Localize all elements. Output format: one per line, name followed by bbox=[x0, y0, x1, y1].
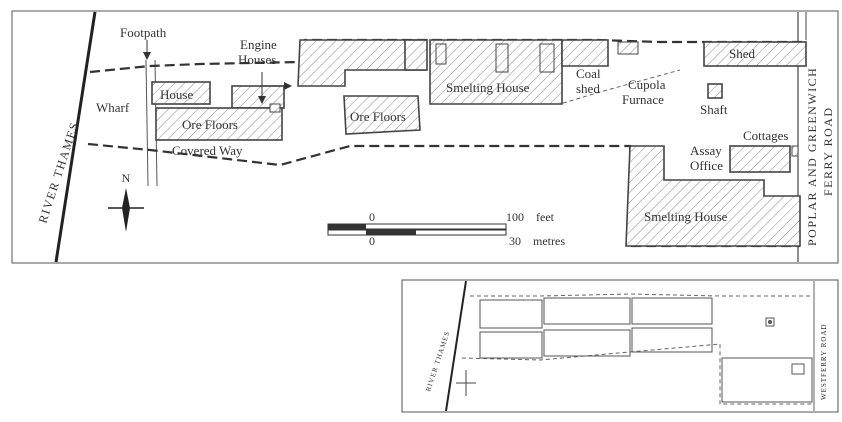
inset-river-label: RIVER THAMES bbox=[424, 330, 451, 393]
smelting-house-label-1: Smelting House bbox=[446, 80, 530, 95]
north-label: N bbox=[122, 171, 131, 185]
house-building bbox=[151, 81, 211, 105]
inset-parcel-1 bbox=[479, 299, 543, 329]
coal-shed-label-1: Coal bbox=[576, 66, 601, 81]
scale-feet-end: 100 bbox=[506, 210, 524, 224]
scale-metres-unit: metres bbox=[533, 234, 565, 248]
shaft-label: Shaft bbox=[700, 102, 728, 117]
main-map-frame bbox=[11, 10, 839, 264]
scale-metres-start: 0 bbox=[369, 234, 375, 248]
inset-shaft-mark bbox=[768, 320, 772, 324]
inset-shaft bbox=[765, 317, 775, 327]
scale-feet-unit: feet bbox=[536, 210, 555, 224]
engine-houses-label-2: Houses bbox=[238, 52, 276, 67]
shed-label: Shed bbox=[729, 46, 756, 61]
assay-office-label-1: Assay bbox=[690, 143, 722, 158]
inset-small-building bbox=[791, 363, 805, 375]
ore-floors-small bbox=[269, 103, 281, 113]
shed-building bbox=[703, 41, 807, 67]
inset-parcel-4 bbox=[479, 331, 543, 359]
main-map: N 0 100 feet 0 30 metres RIVER THAMES PO… bbox=[11, 10, 839, 264]
ore-floors-label-2: Ore Floors bbox=[350, 109, 406, 124]
cottages-small bbox=[791, 145, 799, 157]
footpath-label: Footpath bbox=[120, 25, 167, 40]
inset-map: RIVER THAMES WESTFERRY ROAD bbox=[401, 279, 839, 413]
cottages-label: Cottages bbox=[743, 128, 789, 143]
inset-parcel-6 bbox=[631, 327, 713, 353]
inset-parcel-2 bbox=[543, 297, 631, 325]
scale-bar: 0 100 feet 0 30 metres bbox=[327, 210, 565, 248]
river-bank bbox=[54, 11, 97, 263]
cupola-label-1: Cupola bbox=[628, 77, 666, 92]
inset-river-bank bbox=[445, 280, 467, 412]
scale-feet-start: 0 bbox=[369, 210, 375, 224]
shaft-building bbox=[707, 83, 723, 99]
coal-shed-building bbox=[561, 39, 609, 67]
scale-feet-fill bbox=[328, 224, 366, 229]
ore-floors-building-1 bbox=[155, 107, 283, 141]
footpath-line-left bbox=[145, 59, 149, 187]
inset-map-frame bbox=[401, 279, 839, 413]
inset-road-label: WESTFERRY ROAD bbox=[820, 323, 828, 400]
engine-houses-arrow-down-head bbox=[258, 96, 266, 104]
north-arrow: N bbox=[108, 171, 144, 232]
inset-boundary bbox=[461, 293, 812, 405]
engine-houses-arrow-head bbox=[284, 82, 292, 90]
scale-metres-end: 30 bbox=[509, 234, 521, 248]
cupola-furnace-building bbox=[617, 41, 639, 55]
smelting-furnace-3 bbox=[539, 43, 555, 73]
main-block-right bbox=[404, 39, 428, 71]
coal-shed-label-2: shed bbox=[576, 81, 600, 96]
footpath-arrow-head bbox=[143, 52, 151, 60]
house-label: House bbox=[160, 87, 193, 102]
scale-metres-bar bbox=[327, 229, 507, 236]
smelting-furnace-2 bbox=[495, 43, 509, 73]
ore-floors-label-1: Ore Floors bbox=[182, 117, 238, 132]
smelting-house-label-2: Smelting House bbox=[644, 209, 728, 224]
covered-way-label: Covered Way bbox=[172, 143, 243, 158]
cottages-building bbox=[729, 145, 791, 173]
inset-parcel-7 bbox=[721, 357, 813, 403]
assay-office-label-2: Office bbox=[690, 158, 723, 173]
inset-north-arrow bbox=[456, 370, 476, 396]
ore-floors-building-2 bbox=[343, 95, 421, 135]
cupola-label-2: Furnace bbox=[622, 92, 664, 107]
engine-houses-label-1: Engine bbox=[240, 37, 277, 52]
smelting-house-2-building bbox=[625, 145, 801, 247]
smelting-furnace-1 bbox=[435, 43, 447, 65]
road-label-line1: POPLAR AND GREENWICH bbox=[805, 67, 819, 246]
north-arrow-vertical bbox=[122, 188, 130, 232]
inset-parcel-5 bbox=[543, 329, 631, 357]
wharf-label: Wharf bbox=[96, 100, 130, 115]
inset-parcel-3 bbox=[631, 297, 713, 325]
river-label: RIVER THAMES bbox=[36, 120, 82, 225]
scale-metres-fill bbox=[366, 230, 416, 235]
road-label-line2: FERRY ROAD bbox=[821, 106, 835, 196]
